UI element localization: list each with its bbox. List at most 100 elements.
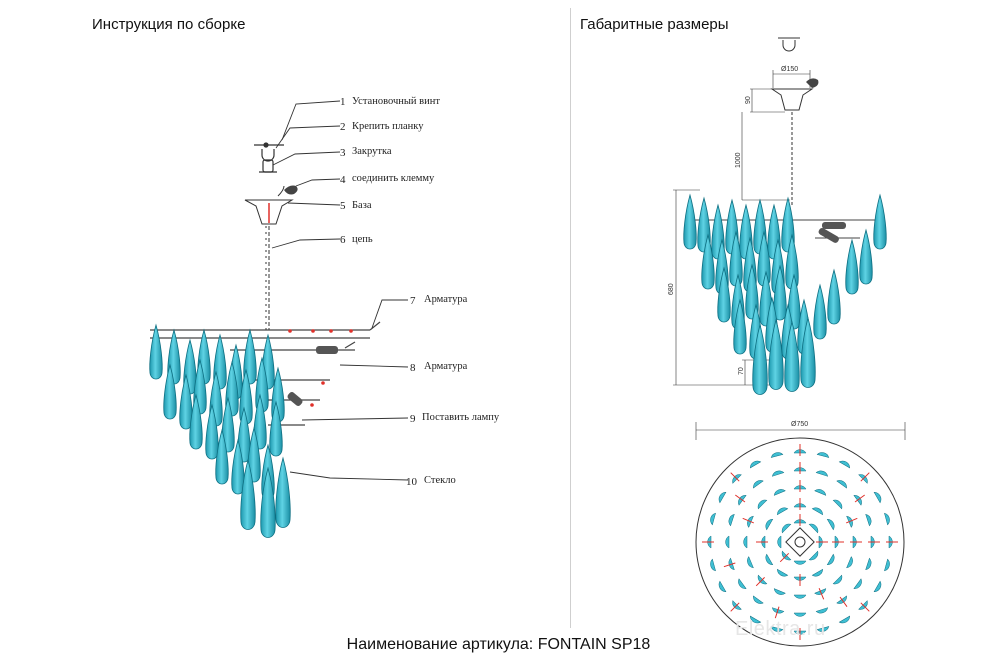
callout-number-10: 10 <box>406 476 418 488</box>
top-view-glass-drop <box>793 560 807 565</box>
callout-number-2: 2 <box>340 121 346 133</box>
top-view-glass-drop <box>765 553 774 565</box>
top-view-arm-mark <box>730 602 740 612</box>
dimensions-title: Габаритные размеры <box>580 16 729 33</box>
top-view-glass-drop <box>773 588 786 595</box>
top-view-glass-drop <box>781 523 792 534</box>
top-view-glass-drop <box>770 452 784 458</box>
frame-red-marks <box>288 329 353 407</box>
top-view-arm-mark <box>755 577 765 587</box>
top-view-glass-drop <box>811 507 823 516</box>
glass-drops <box>149 324 291 538</box>
lamp-holders <box>287 346 338 406</box>
top-view-glass-drop <box>718 580 727 592</box>
dim-bottom-drop: 70 <box>738 367 745 375</box>
dim-base-height: 90 <box>745 96 752 104</box>
callout-label-5: База <box>352 200 372 211</box>
top-view-glass-drop <box>884 558 890 572</box>
top-view-glass-drop <box>873 580 882 592</box>
top-view-arm-mark <box>723 562 736 568</box>
top-view-glass-drop <box>793 612 807 617</box>
callout-leaders <box>271 100 409 481</box>
watermark-text: Elektra.ru <box>735 618 826 640</box>
top-view-glass-drop <box>832 574 843 585</box>
top-view-glass-drop <box>710 558 716 572</box>
top-view-glass-drop <box>738 578 747 589</box>
assembly-drawing <box>149 100 409 538</box>
callout-label-6: цепь <box>352 234 373 245</box>
terminal-connector <box>277 185 298 197</box>
top-view-arm-mark <box>730 472 740 482</box>
top-view-glass-drop <box>757 499 768 510</box>
top-view-glass-drop <box>832 499 843 510</box>
top-view-arm-mark <box>854 494 865 503</box>
top-view-glass-drop <box>750 460 762 469</box>
callout-label-4: соединить клемму <box>352 173 435 184</box>
top-view-glass-drop <box>816 452 830 458</box>
callout-number-4: 4 <box>340 174 346 186</box>
top-view-glass-drop <box>710 512 716 526</box>
top-view-glass-drop <box>838 615 850 624</box>
top-view-glass-drop <box>846 556 853 569</box>
top-view-glass-drop <box>753 480 764 489</box>
top-view-glass-drop <box>770 626 784 632</box>
callout-number-3: 3 <box>340 147 346 159</box>
top-view-glass-drop <box>747 556 754 569</box>
top-view-glass-drop <box>725 535 730 549</box>
side-view-drawing <box>673 37 887 395</box>
top-view-arm-mark <box>860 472 870 482</box>
top-view-glass-drop <box>777 568 789 577</box>
canopy-base <box>244 199 294 225</box>
top-view-glass-drop <box>771 470 785 477</box>
top-view-glass-drop <box>826 553 835 565</box>
top-view-glass-drop <box>884 512 890 526</box>
dim-chain-length: 1000 <box>735 152 742 168</box>
top-view-arm-mark <box>735 494 746 503</box>
top-view-glass-drop <box>838 460 850 469</box>
top-view-glass-drop <box>808 550 819 561</box>
callout-number-9: 9 <box>410 413 416 425</box>
callout-number-5: 5 <box>340 200 346 212</box>
article-name: Наименование артикула: FONTAIN SP18 <box>346 636 651 653</box>
top-view-glass-drop <box>743 535 748 549</box>
dim-body-height: 680 <box>668 283 675 295</box>
mounting-bracket <box>254 142 284 173</box>
top-view-glass-drop <box>777 507 789 516</box>
dim-base-diameter: Ø150 <box>781 66 798 73</box>
top-view-glass-drop <box>814 489 827 496</box>
top-view-arm-mark <box>779 552 790 563</box>
top-view-glass-drop <box>853 578 862 589</box>
top-view-glass-drop <box>815 607 829 614</box>
top-view-glass-drop <box>750 615 762 624</box>
callout-number-7: 7 <box>410 295 416 307</box>
callout-label-10: Стекло <box>424 475 456 486</box>
top-view-glass-drop <box>865 513 872 527</box>
callout-label-9: Поставить лампу <box>422 412 500 423</box>
top-view-arm-mark <box>846 517 858 524</box>
top-view-glass-drop <box>865 557 872 571</box>
section-divider <box>570 8 571 628</box>
top-view-arm-mark <box>839 596 848 607</box>
chain <box>265 226 270 330</box>
top-view-arm-mark <box>818 588 825 600</box>
assembly-title: Инструкция по сборке <box>92 16 246 33</box>
callout-label-2: Крепить планку <box>352 121 424 132</box>
top-view-glass-drop <box>808 523 819 534</box>
top-view-glass-drop <box>873 492 882 504</box>
dim-overall-diameter: Ø750 <box>791 421 808 428</box>
top-view-glass-drop <box>728 513 735 527</box>
callout-number-1: 1 <box>340 96 346 108</box>
top-view-arm-mark <box>860 602 870 612</box>
top-view-glass-drop <box>826 519 835 531</box>
top-view-glass-drop <box>811 568 823 577</box>
callout-label-8: Арматура <box>424 361 468 372</box>
top-view-glass-drop <box>765 519 774 531</box>
top-view-glass-drop <box>816 626 830 632</box>
top-view-glass-drop <box>718 492 727 504</box>
top-view-arm-mark <box>774 606 780 619</box>
callout-label-7: Арматура <box>424 294 468 305</box>
callout-label-1: Установочный винт <box>352 96 440 107</box>
top-view-glass-drop <box>777 535 782 549</box>
callout-labels: 1 Установочный винт 2 Крепить планку 3 З… <box>340 96 500 488</box>
